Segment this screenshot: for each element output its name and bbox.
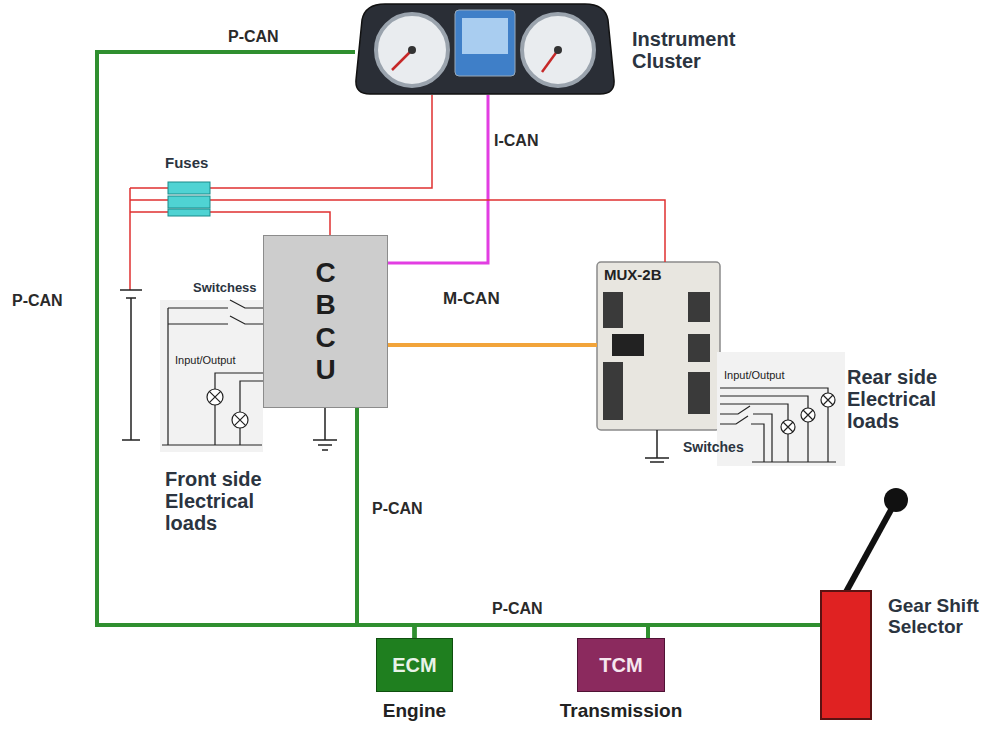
gear-shift-selector: Gear Shift Selector: [820, 590, 872, 720]
mux-housing: [597, 262, 720, 430]
cbcu-box: C B C U: [263, 235, 388, 408]
lamp-symbol: [207, 389, 223, 405]
p-can-line: [415, 625, 649, 638]
module-caption: Transmission: [560, 700, 683, 722]
switch-label: Switches: [683, 440, 744, 455]
mux-connector: [688, 334, 710, 362]
gauge-hub: [408, 46, 416, 54]
selector-label: Gear Shift Selector: [888, 596, 984, 638]
gear-knob: [884, 488, 908, 512]
load-label: Rear side Electrical loads: [847, 366, 957, 432]
lamp-symbol: [783, 422, 793, 432]
mux-connector: [612, 334, 644, 356]
lamp-symbol: [232, 412, 248, 428]
lamp-symbol: [823, 395, 833, 405]
gauge-needle: [392, 50, 412, 70]
supply-wire: [130, 188, 215, 290]
p-can-line: [357, 408, 415, 638]
lamp-symbol: [209, 391, 220, 402]
bus-label: P-CAN: [492, 600, 543, 618]
gear-lever: [846, 508, 892, 592]
mux-label: MUX-2B: [604, 266, 662, 283]
load-label: Front side Electrical loads: [165, 468, 275, 534]
front-load-panel: [160, 300, 263, 452]
ground-symbol: [645, 430, 669, 462]
mux-connector: [603, 362, 623, 420]
front-wiring: [162, 300, 263, 445]
cbcu-label: C B C U: [312, 257, 340, 386]
module-caption: Engine: [383, 700, 446, 722]
bus-label: P-CAN: [12, 292, 63, 310]
gauge-hub: [554, 46, 562, 54]
mux-module: MUX-2B: [597, 262, 720, 430]
m-can-line: [388, 343, 597, 347]
tachometer-dial: [522, 14, 594, 86]
cluster-body: [356, 4, 614, 94]
engine-module: ECMEngine: [376, 638, 453, 692]
lamp-symbol: [234, 414, 245, 425]
bus-label: P-CAN: [228, 28, 279, 46]
p-can-line: [97, 52, 415, 638]
ground-symbol: [313, 408, 337, 450]
fuse-block: Fuses: [163, 180, 215, 216]
io-label: Input/Output: [175, 354, 236, 366]
power-wire: [215, 95, 432, 188]
instrument-cluster: Instrument Cluster: [355, 2, 615, 95]
display-screen: [462, 18, 508, 54]
cluster-label: Instrument Cluster: [632, 28, 752, 72]
fuse-label: Fuses: [165, 155, 208, 172]
fuse: [168, 182, 210, 194]
transmission-module: TCMTransmission: [577, 638, 665, 692]
battery-symbol: [120, 290, 142, 440]
lamp-symbol: [803, 410, 813, 420]
bus-label: M-CAN: [443, 290, 500, 309]
speedometer-dial: [376, 14, 448, 86]
fuse: [168, 209, 210, 216]
lamp-symbol: [821, 393, 835, 407]
bus-label: I-CAN: [494, 132, 538, 150]
lamp-symbol: [801, 408, 815, 422]
lamp-symbol: [781, 420, 795, 434]
mux-connector: [688, 372, 710, 414]
module-label: ECM: [392, 654, 436, 677]
bus-label: P-CAN: [372, 500, 423, 518]
gauge-needle: [542, 50, 558, 72]
mux-connector: [688, 292, 710, 322]
cluster-display: [455, 10, 515, 76]
module-label: TCM: [599, 654, 642, 677]
io-label: Input/Output: [724, 369, 785, 381]
power-wire: [215, 212, 330, 235]
mux-connector: [603, 292, 623, 328]
switch-label: Switchess: [193, 281, 257, 295]
i-can-line: [388, 95, 488, 263]
fuse: [168, 196, 210, 208]
p-can-line: [648, 625, 820, 638]
